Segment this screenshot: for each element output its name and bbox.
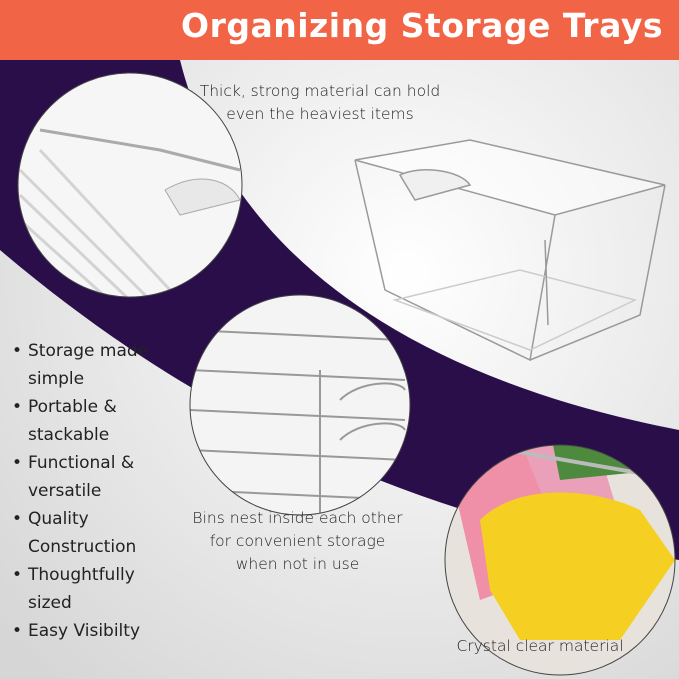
feature-item: •Easy Visibilty (12, 621, 141, 641)
feature-item: •Functional &versatile (12, 453, 135, 501)
caption-nesting: Bins nest inside each other for convenie… (175, 507, 420, 576)
feature-text: Quality (28, 509, 89, 529)
feature-text: Storage made (28, 341, 149, 361)
feature-text: Functional & (28, 453, 135, 473)
feature-text: Portable & (28, 397, 117, 417)
closeup-bin-corner (18, 73, 242, 297)
caption-line: when not in use (235, 555, 360, 573)
caption-line: Thick, strong material can hold (199, 82, 441, 100)
caption-line: even the heaviest items (226, 105, 414, 123)
caption-line: Bins nest inside each other (192, 509, 403, 527)
page-title: Organizing Storage Trays (181, 6, 663, 45)
clear-storage-bin (354, 139, 666, 362)
feature-text: stackable (28, 425, 110, 445)
feature-text: sized (28, 593, 72, 613)
feature-text: Construction (28, 537, 137, 557)
caption-material: Thick, strong material can hold even the… (195, 80, 445, 126)
nested-bins-photo (190, 295, 410, 515)
caption-clear: Crystal clear material (456, 637, 624, 655)
feature-text: versatile (28, 481, 102, 501)
feature-item: •Portable &stackable (12, 397, 117, 445)
caption-line: for convenient storage (209, 532, 386, 550)
sponges-gloves-photo (445, 445, 675, 675)
feature-text: Thoughtfully (28, 565, 135, 585)
feature-text: Easy Visibilty (28, 621, 141, 641)
feature-text: simple (28, 369, 85, 389)
header-banner: Organizing Storage Trays (0, 0, 679, 60)
